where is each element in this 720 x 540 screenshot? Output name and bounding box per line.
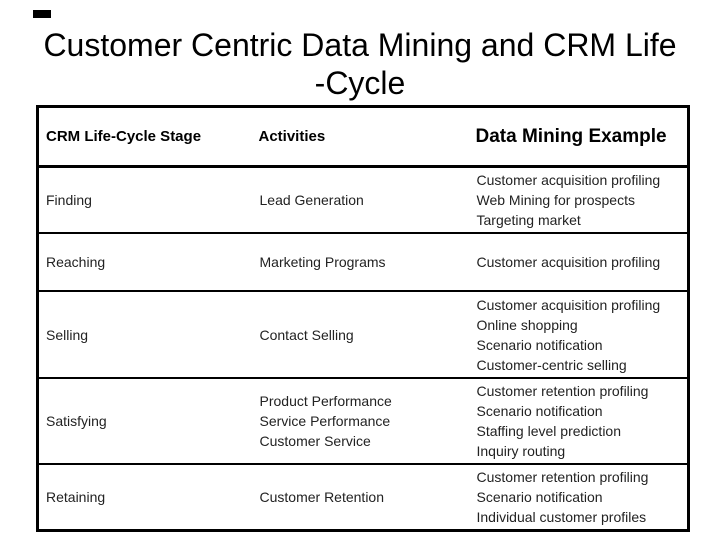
cell-stage: Satisfying	[46, 413, 107, 429]
cell-activities: Marketing Programs	[259, 254, 386, 270]
column-header-examples: Data Mining Example	[475, 126, 667, 147]
column-header-activities: Activities	[258, 128, 326, 145]
crm-lifecycle-table: CRM Life-Cycle Stage Activities Data Min…	[36, 105, 690, 532]
table-row-satisfying: Satisfying Product Performance Service P…	[37, 378, 689, 464]
column-header-stage: CRM Life-Cycle Stage	[46, 128, 202, 145]
table-row-reaching: Reaching Marketing Programs Customer acq…	[37, 233, 689, 291]
cell-stage: Finding	[46, 192, 92, 208]
table-row-finding: Finding Lead Generation Customer acquisi…	[38, 167, 689, 234]
cell-examples: Customer acquisition profiling Online sh…	[476, 296, 661, 373]
cell-activities: Product Performance Service Performance …	[259, 393, 392, 449]
corner-artifact-mark	[33, 10, 51, 18]
cell-examples: Customer acquisition profiling	[476, 254, 661, 270]
cell-stage: Retaining	[46, 489, 106, 505]
cell-examples: Customer retention profiling Scenario no…	[476, 383, 649, 459]
cell-activities: Contact Selling	[259, 326, 354, 343]
table-header-row: CRM Life-Cycle Stage Activities Data Min…	[37, 107, 689, 167]
cell-stage: Selling	[46, 326, 89, 343]
cell-stage: Reaching	[46, 254, 106, 270]
cell-activities: Lead Generation	[259, 192, 364, 208]
cell-examples: Customer acquisition profiling Web Minin…	[476, 172, 661, 228]
cell-activities: Customer Retention	[259, 489, 385, 505]
table-row-selling: Selling Contact Selling Customer acquisi…	[37, 291, 689, 378]
slide-title-line1: Customer Centric Data Mining and CRM Lif…	[43, 27, 677, 63]
cell-examples: Customer retention profiling Scenario no…	[476, 469, 649, 525]
slide-title: Customer Centric Data Mining and CRM Lif…	[0, 26, 720, 102]
table-row-retaining: Retaining Customer Retention Customer re…	[37, 464, 689, 531]
slide-title-line2: -Cycle	[314, 65, 406, 101]
